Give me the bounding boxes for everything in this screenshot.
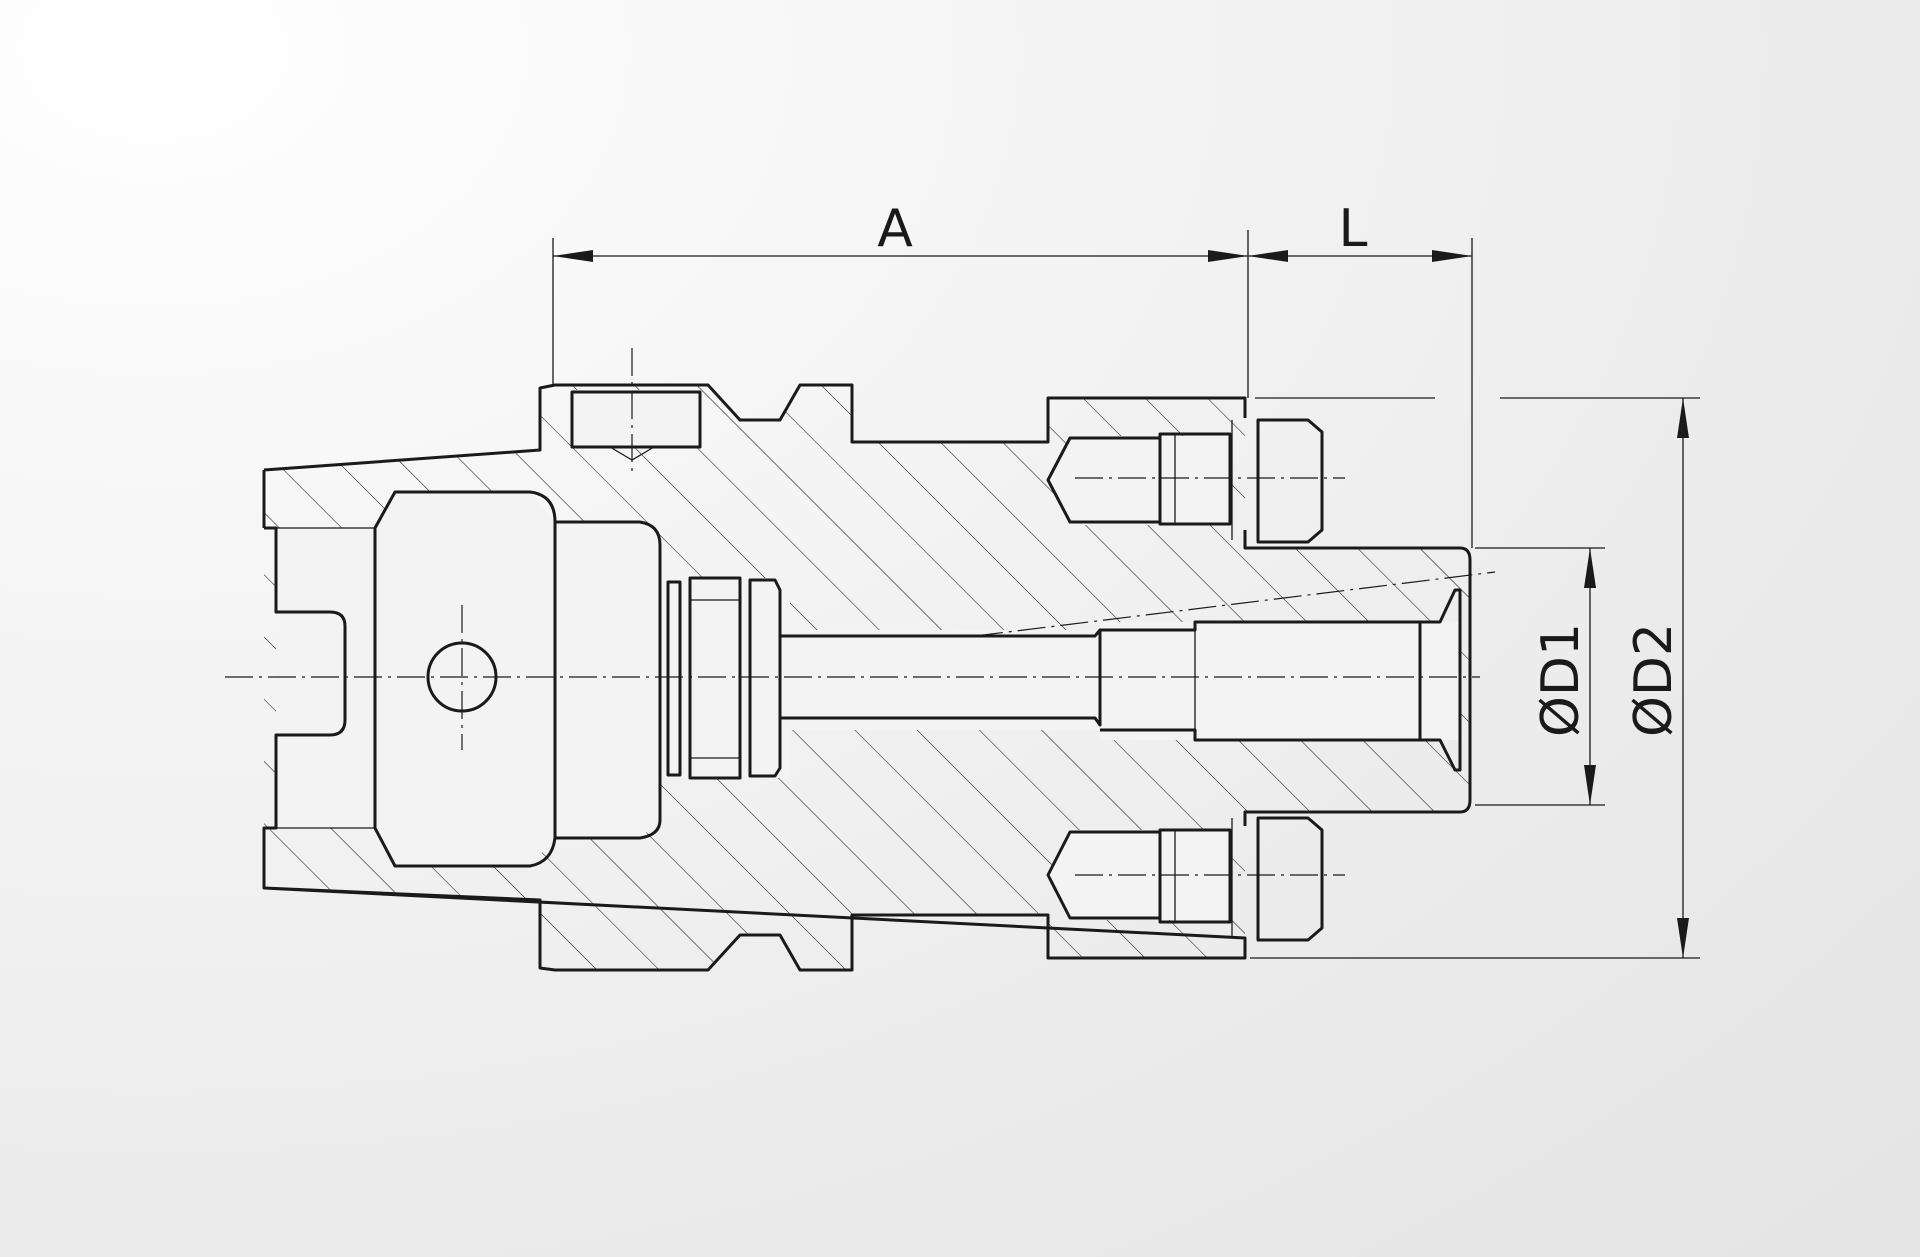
dimension-a-label: A xyxy=(877,199,913,259)
section-hatching xyxy=(264,385,1470,970)
lower-axial-screw xyxy=(1046,816,1324,942)
upper-axial-screw xyxy=(1046,418,1324,544)
dimension-d1-d2: ØD1 ØD2 xyxy=(1250,397,1700,959)
center-lines xyxy=(225,348,1496,876)
dimension-a-l: A L xyxy=(552,199,1473,548)
dimension-d1-label: ØD1 xyxy=(1531,623,1591,737)
dimension-d2-label: ØD2 xyxy=(1624,623,1684,737)
dimension-l-label: L xyxy=(1339,199,1368,259)
outer-contour xyxy=(262,383,1472,972)
